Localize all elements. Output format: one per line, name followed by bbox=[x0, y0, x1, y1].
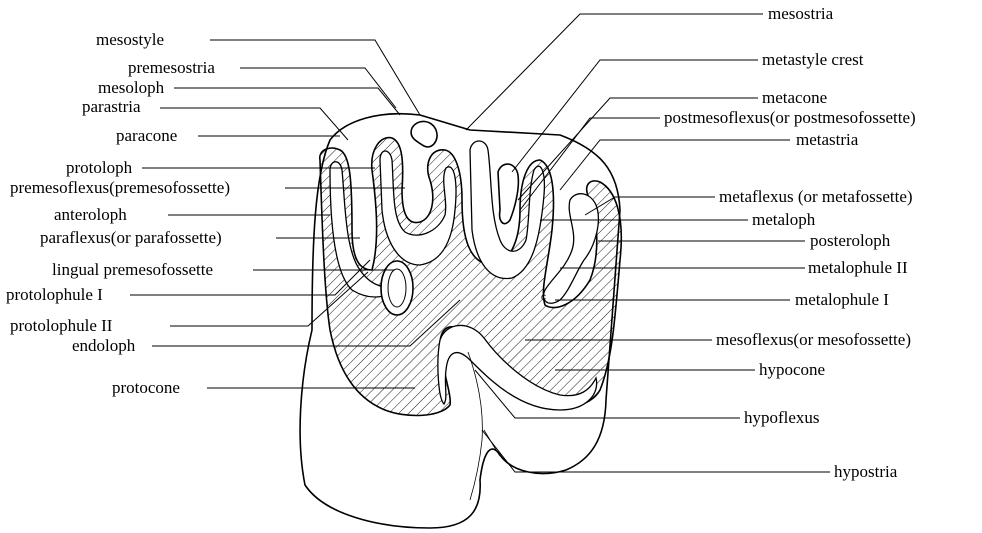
label-premesoflexus: premesoflexus(premesofossette) bbox=[10, 178, 230, 197]
label-metalophule-i: metalophule I bbox=[795, 290, 889, 309]
label-mesoflexus: mesoflexus(or mesofossette) bbox=[716, 330, 911, 349]
label-lingual-premesofossette: lingual premesofossette bbox=[52, 260, 213, 279]
label-metacone: metacone bbox=[762, 88, 827, 107]
label-hypostria: hypostria bbox=[834, 462, 898, 481]
label-protocone: protocone bbox=[112, 378, 180, 397]
label-postmesoflexus: postmesoflexus(or postmesofossette) bbox=[664, 108, 916, 127]
label-protoloph: protoloph bbox=[66, 158, 133, 177]
label-hypoflexus: hypoflexus bbox=[744, 408, 820, 427]
label-parastria: parastria bbox=[82, 97, 141, 116]
mesostyle-fold bbox=[411, 121, 437, 146]
label-endoloph: endoloph bbox=[72, 336, 136, 355]
label-hypocone: hypocone bbox=[759, 360, 825, 379]
label-paracone: paracone bbox=[116, 126, 177, 145]
label-metastyle-crest: metastyle crest bbox=[762, 50, 864, 69]
marker-c: c bbox=[541, 292, 546, 303]
label-metaloph: metaloph bbox=[752, 210, 816, 229]
label-metalophule-ii: metalophule II bbox=[808, 258, 908, 277]
label-metastria: metastria bbox=[796, 130, 859, 149]
label-anteroloph: anteroloph bbox=[54, 205, 127, 224]
label-protolophule-i: protolophule I bbox=[6, 285, 103, 304]
label-metaflexus: metaflexus (or metafossette) bbox=[719, 187, 913, 206]
label-posteroloph: posteroloph bbox=[810, 231, 891, 250]
label-mesostria: mesostria bbox=[768, 4, 834, 23]
label-premesostria: premesostria bbox=[128, 58, 215, 77]
label-mesoloph: mesoloph bbox=[98, 78, 165, 97]
label-protolophule-ii: protolophule II bbox=[10, 316, 113, 335]
label-paraflexus: paraflexus(or parafossette) bbox=[40, 228, 222, 247]
label-mesostyle: mesostyle bbox=[96, 30, 164, 49]
metacone-fold bbox=[498, 164, 518, 224]
